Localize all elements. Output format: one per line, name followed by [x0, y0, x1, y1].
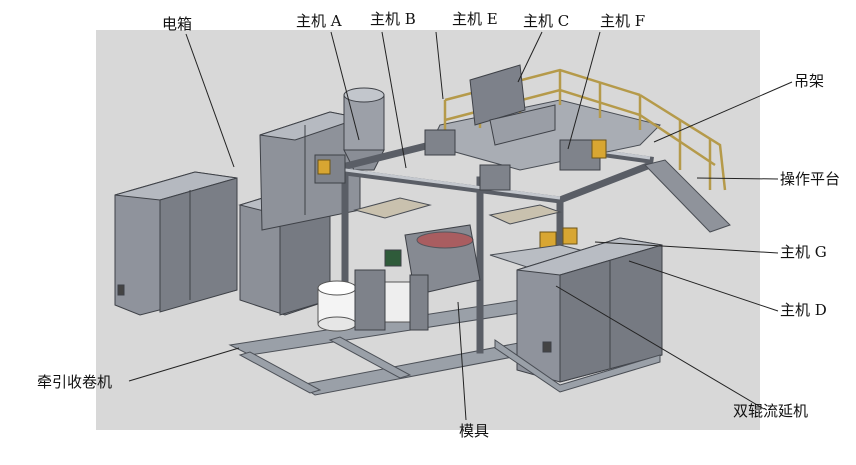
label-host-e: 主机 E	[452, 10, 498, 28]
right-cabinets	[516, 237, 663, 383]
label-host-a: 主机 A	[296, 12, 342, 30]
label-twin-roll-casting: 双辊流延机	[733, 402, 809, 420]
label-host-f: 主机 F	[600, 12, 646, 30]
label-traction-winder: 牵引收卷机	[37, 373, 113, 391]
leader-lines	[128, 31, 793, 421]
label-electric-box: 电箱	[162, 15, 193, 33]
right-base	[494, 339, 661, 393]
label-host-b: 主机 B	[370, 10, 416, 28]
film-roll	[317, 280, 411, 332]
stairs	[644, 159, 731, 233]
traction-winder-frame	[354, 269, 429, 331]
label-die: 模具	[459, 422, 490, 440]
label-host-d: 主机 D	[780, 301, 827, 319]
label-host-g: 主机 G	[780, 243, 827, 261]
work-tables	[353, 197, 601, 269]
label-hanger: 吊架	[794, 72, 825, 90]
host-c-machine	[469, 64, 556, 146]
motors	[317, 139, 607, 251]
electric-box-cabinet	[114, 171, 238, 316]
label-operation-platform: 操作平台	[780, 170, 841, 188]
label-host-c: 主机 C	[523, 12, 570, 30]
